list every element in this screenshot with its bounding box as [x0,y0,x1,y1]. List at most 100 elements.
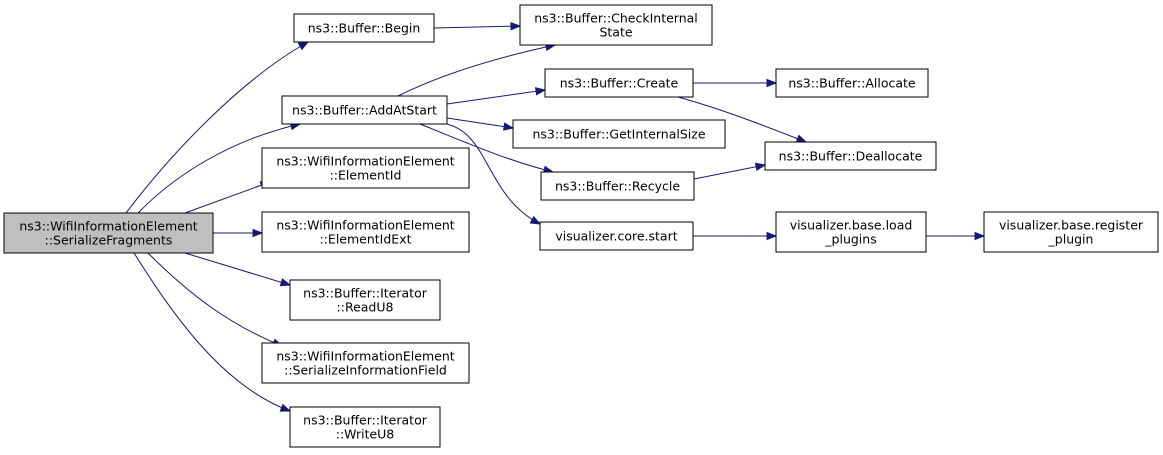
edge-serialize-fragments-to-iterator-write-u8 [133,252,292,412]
node-label-line: ns3::Buffer::AddAtStart [292,103,437,118]
edge-line [147,252,283,347]
node-label-line: ns3::Buffer::Iterator [303,413,428,428]
edge-arrowhead [754,162,767,172]
node-iterator-read-u8[interactable]: ns3::Buffer::Iterator::ReadU8 [289,279,441,321]
node-label-line: ns3::Buffer::GetInternalSize [532,127,705,142]
edge-serialize-fragments-to-iterator-read-u8 [184,252,292,287]
node-box [293,13,435,43]
node-label-line: ns3::WifiInformationElement [276,349,454,364]
node-box [764,141,937,171]
edge-arrowhead [297,41,310,51]
node-label-line: ns3::Buffer::Create [560,76,679,91]
edge-serialize-fragments-to-element-id [184,181,272,214]
node-box [539,221,694,251]
node-buffer-deallocate[interactable]: ns3::Buffer::Deallocate [764,141,937,171]
edge-arrowhead [766,78,778,88]
edge-line [184,181,271,214]
node-box [775,211,927,253]
edge-line [446,123,541,225]
edge-arrowhead [510,21,522,31]
edge-line [693,164,766,180]
edge-arrowhead [529,215,542,225]
node-box [261,342,470,384]
edge-line [125,41,309,214]
edge-buffer-add-at-start-to-visualizer-core-start [446,123,542,225]
node-label-line: ns3::WifiInformationElement [276,218,454,233]
node-label-line: ::ElementId [330,168,402,183]
node-label-line: ::ElementIdExt [320,232,412,247]
edge-arrowhead [795,134,808,143]
node-visualizer-base-register-plugin[interactable]: visualizer.base.register_plugin [983,211,1159,253]
node-label-line: State [599,25,632,40]
edge-arrowhead [503,122,515,131]
node-buffer-recycle[interactable]: ns3::Buffer::Recycle [540,171,695,201]
node-label-line: ::ReadU8 [337,300,394,315]
edge-buffer-add-at-start-to-buffer-get-internal-size [446,117,515,131]
node-serialize-information-field[interactable]: ns3::WifiInformationElement::SerializeIn… [261,342,470,384]
node-box [519,4,713,46]
node-box [983,211,1159,253]
node-buffer-create[interactable]: ns3::Buffer::Create [544,68,694,98]
edge-line [133,252,291,412]
node-label-line: ns3::WifiInformationElement [19,219,197,234]
edge-line [446,117,514,129]
node-buffer-allocate[interactable]: ns3::Buffer::Allocate [775,68,929,98]
node-label-line: ::SerializeFragments [45,233,173,248]
node-label-line: ns3::Buffer::CheckInternal [534,11,698,26]
node-box [512,119,726,149]
node-label-line: ns3::Buffer::Allocate [788,76,916,91]
node-box [775,68,929,98]
node-label-line: ns3::WifiInformationElement [276,154,454,169]
node-box [544,68,694,98]
node-visualizer-core-start[interactable]: visualizer.core.start [539,221,694,251]
edge-line [137,123,301,214]
node-buffer-begin[interactable]: ns3::Buffer::Begin [293,13,435,43]
edge-buffer-recycle-to-buffer-deallocate [693,162,767,180]
edge-visualizer-base-load-plugins-to-visualizer-base-register-plugin [926,231,986,241]
node-buffer-get-internal-size[interactable]: ns3::Buffer::GetInternalSize [512,119,726,149]
edge-buffer-create-to-buffer-deallocate [677,96,808,143]
node-label-line: ::SerializeInformationField [284,363,447,378]
edge-visualizer-core-start-to-visualizer-base-load-plugins [693,231,778,241]
edge-line [446,89,546,105]
node-element-id-ext[interactable]: ns3::WifiInformationElement::ElementIdEx… [261,211,470,253]
edge-arrowhead [252,228,264,238]
node-label-line: ns3::Buffer::Iterator [303,286,428,301]
edge-arrowhead [279,278,292,287]
edge-arrowhead [766,231,778,241]
node-iterator-write-u8[interactable]: ns3::Buffer::Iterator::WriteU8 [289,406,441,448]
edge-buffer-add-at-start-to-buffer-create [446,87,547,105]
node-box [289,279,441,321]
edge-line [677,96,807,143]
node-buffer-add-at-start[interactable]: ns3::Buffer::AddAtStart [281,95,448,125]
node-box [281,95,448,125]
edge-line [433,25,521,29]
node-label-line: _plugins [824,232,876,247]
node-visualizer-base-load-plugins[interactable]: visualizer.base.load_plugins [775,211,927,253]
edge-serialize-fragments-to-serialize-information-field [147,252,284,347]
edge-arrowhead [974,231,986,241]
node-box [540,171,695,201]
node-box [289,406,441,448]
node-box [261,147,470,189]
edge-serialize-fragments-to-buffer-begin [125,41,310,214]
node-label-line: ns3::Buffer::Begin [308,21,421,36]
node-element-id[interactable]: ns3::WifiInformationElement::ElementId [261,147,470,189]
node-label-line: ns3::Buffer::Deallocate [779,149,923,164]
edge-line [184,252,291,286]
node-label-line: ns3::Buffer::Recycle [555,179,680,194]
edge-buffer-add-at-start-to-buffer-check-internal-state [397,42,557,97]
edge-buffer-create-to-buffer-allocate [693,78,778,88]
node-label-line: ::WriteU8 [336,427,395,442]
edge-buffer-begin-to-buffer-check-internal-state [433,21,522,31]
node-box [261,211,470,253]
edge-serialize-fragments-to-element-id-ext [213,228,264,238]
node-serialize-fragments[interactable]: ns3::WifiInformationElement::SerializeFr… [3,212,214,254]
edge-line [419,123,554,173]
call-graph-nodes: ns3::WifiInformationElement::SerializeFr… [3,4,1159,448]
node-label-line: visualizer.base.load [790,218,913,233]
node-label-line: visualizer.core.start [555,229,677,244]
node-label-line: visualizer.base.register [999,218,1144,233]
